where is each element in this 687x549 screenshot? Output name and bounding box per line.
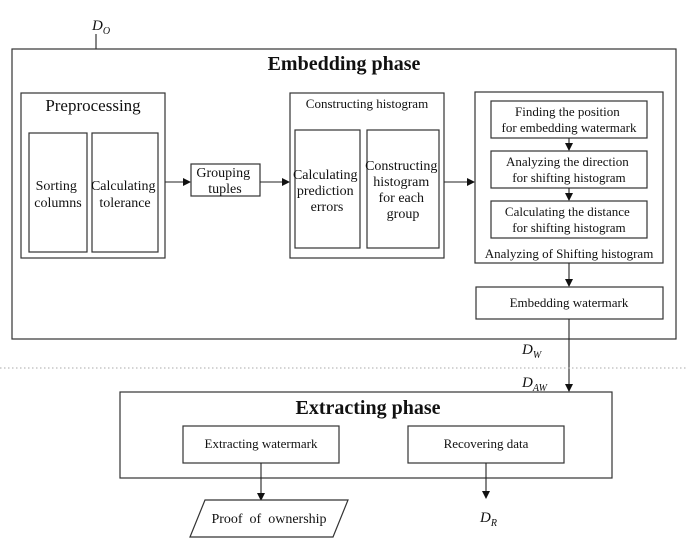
extracting-watermark-label: Extracting watermark bbox=[205, 436, 318, 451]
calculating-tolerance-label: Calculating tolerance bbox=[91, 179, 159, 211]
calculating-distance-label: Calculating the distance for shifting hi… bbox=[505, 204, 633, 235]
sorting-columns-label: Sorting columns bbox=[34, 179, 81, 211]
grouping-tuples-label: Grouping tuples bbox=[196, 166, 253, 197]
attacked-data-label: DAW bbox=[521, 375, 549, 394]
constructing-histogram-each-group-box bbox=[366, 129, 440, 249]
extracting-phase-title: Extracting phase bbox=[296, 397, 441, 419]
embedding-phase-title: Embedding phase bbox=[268, 53, 421, 75]
sorting-columns-box bbox=[28, 132, 88, 253]
recovered-data-label: DR bbox=[479, 510, 497, 529]
recovering-data-box bbox=[407, 425, 565, 464]
analyzing-direction-box bbox=[490, 150, 648, 189]
proof-of-ownership-parallelogram bbox=[189, 499, 349, 538]
watermarked-data-label: DW bbox=[521, 342, 543, 361]
analyzing-shifting-title: Analyzing of Shifting histogram bbox=[485, 246, 654, 261]
calculating-prediction-errors-box bbox=[294, 129, 361, 249]
calculating-distance-box bbox=[490, 200, 648, 239]
grouping-tuples-box bbox=[190, 163, 261, 197]
finding-position-label: Finding the position for embedding water… bbox=[501, 104, 637, 135]
constructing-histogram-each-group-label: Constructing histogram for each group bbox=[365, 159, 441, 222]
preprocessing-title: Preprocessing bbox=[45, 96, 141, 115]
analyzing-direction-label: Analyzing the direction for shifting his… bbox=[506, 154, 632, 185]
input-data-label: DO bbox=[91, 18, 110, 37]
embedding-watermark-box bbox=[475, 286, 664, 320]
calculating-prediction-errors-label: Calculating prediction errors bbox=[293, 168, 361, 215]
finding-position-box bbox=[490, 100, 648, 139]
proof-of-ownership-label: Proof of ownership bbox=[211, 512, 326, 527]
constructing-histogram-title: Constructing histogram bbox=[306, 96, 428, 111]
calculating-tolerance-box bbox=[91, 132, 159, 253]
recovering-data-label: Recovering data bbox=[444, 436, 529, 451]
embedding-watermark-label: Embedding watermark bbox=[510, 295, 629, 310]
